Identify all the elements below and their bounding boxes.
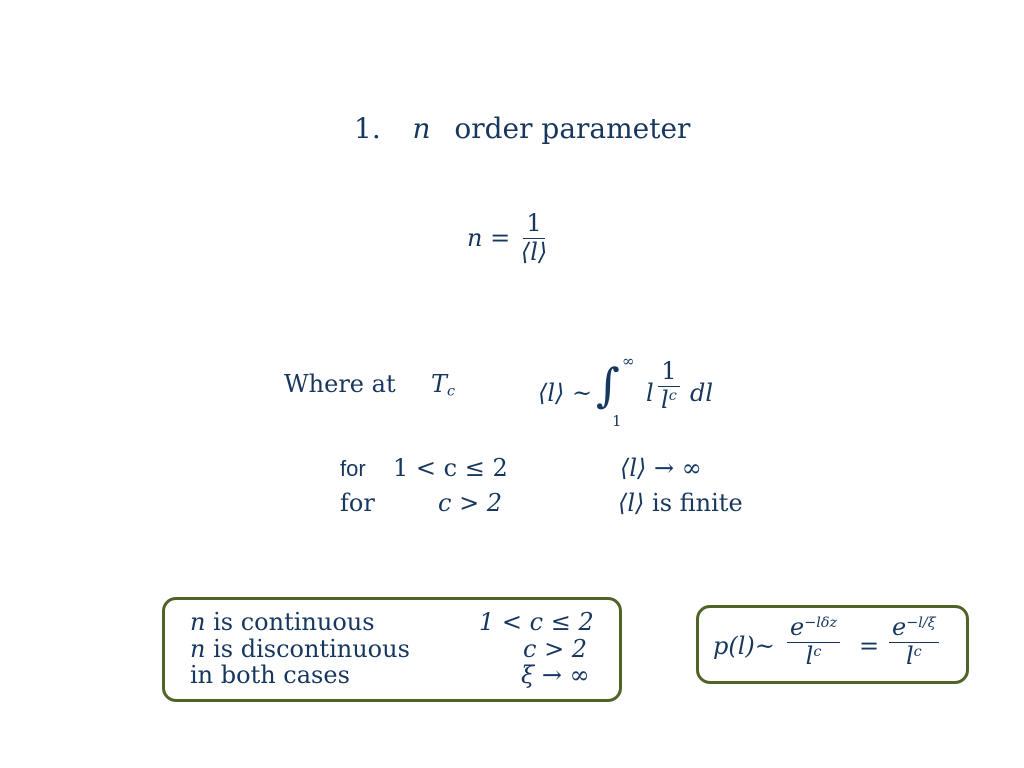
formula-fraction-2: e−l/ξ lc <box>889 613 939 671</box>
summary-row: n is discontinuous <box>190 635 410 663</box>
tc-symbol: T <box>431 370 448 398</box>
def-lhs: n = <box>467 224 511 253</box>
integrand: l <box>646 379 654 407</box>
case-1-condition: 1 < c ≤ 2 <box>393 454 508 482</box>
summary-row-3-text: in both cases <box>190 661 350 689</box>
case-2-for: for <box>340 489 375 517</box>
integrand-fraction: 1 lc <box>658 357 680 415</box>
case-2-result: ⟨l⟩ is finite <box>618 489 743 517</box>
summary-box: n is continuous 1 < c ≤ 2 n is discontin… <box>162 597 622 702</box>
summary-row-2-var: n <box>190 635 206 663</box>
summary-row-2-text: is discontinuous <box>213 635 410 663</box>
title-variable: n <box>412 112 431 145</box>
fraction-2-den-base: l <box>905 641 914 670</box>
tc-subscript: c <box>447 383 456 400</box>
slide-title: 1. n order parameter <box>354 112 690 145</box>
integral-lhs: ⟨l⟩ ~ <box>538 379 593 407</box>
fraction-2-denominator: lc <box>903 641 925 671</box>
formula-equals: = <box>859 632 880 660</box>
def-denominator: ⟨l⟩ <box>520 237 548 266</box>
fraction-1-den-exponent: c <box>813 643 822 660</box>
summary-row-3-cond: ξ → ∞ <box>521 661 590 689</box>
integrand-den-base: l <box>661 385 669 414</box>
fraction-2-den-exponent: c <box>913 643 922 660</box>
case-2-result-text: is finite <box>652 489 743 517</box>
case-1-for: for <box>340 456 366 481</box>
fraction-2-numerator: e−l/ξ <box>889 613 939 643</box>
fraction-1-num-base: e <box>790 613 805 641</box>
integral-differential: dl <box>690 379 714 407</box>
summary-row-1-text: is continuous <box>213 608 375 636</box>
integral-upper-limit: ∞ <box>622 352 635 370</box>
integrand-denominator: lc <box>658 385 680 415</box>
summary-row-1-cond: 1 < c ≤ 2 <box>479 608 594 636</box>
title-number: 1. <box>354 112 381 145</box>
summary-row-2-cond: c > 2 <box>523 635 588 663</box>
fraction-2-num-base: e <box>892 613 907 641</box>
integral-sign: ∫ ∞ 1 <box>596 352 636 434</box>
fraction-1-num-exponent: −lδz <box>804 615 838 632</box>
integrand-numerator: 1 <box>658 357 680 387</box>
case-2-result-symbol: ⟨l⟩ <box>618 489 645 517</box>
fraction-1-denominator: lc <box>803 641 825 671</box>
def-fraction: 1 ⟨l⟩ <box>518 209 550 266</box>
fraction-1-numerator: e−lδz <box>787 613 841 643</box>
def-numerator: 1 <box>523 209 545 239</box>
summary-row: in both cases <box>190 661 350 689</box>
summary-row: n is continuous <box>190 608 375 636</box>
distribution-formula: p(l)~ e−lδz lc = e−l/ξ lc <box>713 608 963 681</box>
critical-temperature: Tc <box>431 370 456 400</box>
formula-lhs: p(l)~ <box>713 632 775 660</box>
integrand-den-exponent: c <box>668 387 677 404</box>
distribution-formula-box: p(l)~ e−lδz lc = e−l/ξ lc <box>696 605 969 684</box>
definition-equation: n = 1 ⟨l⟩ <box>467 209 550 266</box>
case-1-result: ⟨l⟩ → ∞ <box>620 454 702 482</box>
integral-symbol: ∫ <box>596 358 620 412</box>
summary-row-1-var: n <box>190 608 206 636</box>
where-at-label: Where at <box>284 370 396 398</box>
fraction-1-den-base: l <box>805 641 814 670</box>
case-2-condition: c > 2 <box>438 489 503 517</box>
integral-lower-limit: 1 <box>612 412 622 430</box>
formula-fraction-1: e−lδz lc <box>787 613 841 671</box>
fraction-2-num-exponent: −l/ξ <box>906 615 936 632</box>
title-text: order parameter <box>454 112 691 145</box>
